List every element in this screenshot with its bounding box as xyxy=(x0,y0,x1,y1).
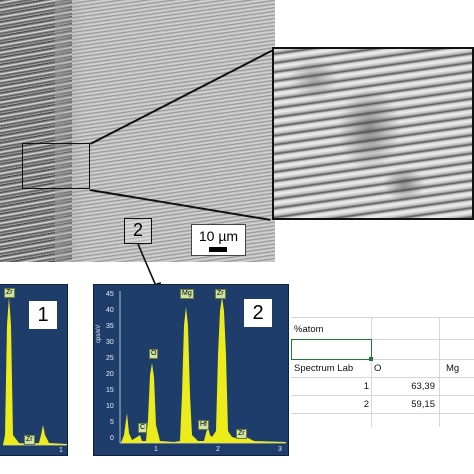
column-header-o: O xyxy=(374,363,382,374)
grid-line xyxy=(291,339,474,340)
table-caption: %atom xyxy=(294,324,324,335)
grid-line xyxy=(291,317,474,318)
spectrum-1-plot xyxy=(3,297,67,446)
y-tick: 15 xyxy=(106,387,114,394)
grid-line xyxy=(291,377,474,378)
scale-bar-box: 10 µm xyxy=(191,224,246,256)
spectrum-panel-label: 2 xyxy=(244,299,272,327)
grid-line xyxy=(291,413,474,414)
table-cell-o: 59,15 xyxy=(411,399,435,410)
y-tick: 10 xyxy=(106,403,114,410)
peak-label-hf: Hf xyxy=(198,420,209,430)
y-tick: 40 xyxy=(106,307,114,314)
peak-label-c: C xyxy=(138,423,148,433)
transition-region xyxy=(55,0,85,262)
selection-handle[interactable] xyxy=(369,357,373,361)
grid-line xyxy=(371,317,372,427)
table-cell-o: 63,39 xyxy=(411,381,435,392)
scale-bar-label: 10 µm xyxy=(198,228,239,244)
analysis-point-marker: 2 xyxy=(124,218,152,244)
selected-cell[interactable] xyxy=(291,339,372,360)
y-tick: 0 xyxy=(110,435,114,442)
grid-line xyxy=(439,317,440,427)
x-tick: 2 xyxy=(216,446,220,453)
column-header-mg: Mg xyxy=(446,363,460,374)
column-header-spectrum-label: Spectrum Lab xyxy=(294,363,354,374)
eds-spectrum-1: Zr Zr 1 1 xyxy=(0,284,68,456)
magnified-micrograph-inset xyxy=(272,47,474,220)
y-tick: 25 xyxy=(106,355,114,362)
peak-label-mg: Mg xyxy=(180,289,194,299)
grid-line xyxy=(291,395,474,396)
magnified-region-outline xyxy=(22,143,90,189)
grid-line xyxy=(291,359,474,360)
x-tick: 1 xyxy=(59,447,63,454)
spectrum-1-trace xyxy=(3,297,67,445)
y-tick: 45 xyxy=(106,291,114,298)
scale-bar xyxy=(209,247,227,252)
peak-label-zr: Zr xyxy=(24,435,35,445)
spectrum-panel-label: 1 xyxy=(29,301,57,329)
composition-table: %atom Spectrum Lab O Mg 1 63,39 2 59,15 xyxy=(291,317,474,427)
y-tick: 35 xyxy=(106,323,114,330)
peak-label-zr: Zr xyxy=(236,429,247,439)
table-row-label: 2 xyxy=(363,399,369,410)
x-tick: 1 xyxy=(154,446,158,453)
table-row-label: 1 xyxy=(363,381,369,392)
y-tick: 5 xyxy=(110,419,114,426)
x-tick: 3 xyxy=(278,446,282,453)
y-tick: 20 xyxy=(106,371,114,378)
peak-label-zr: Zr xyxy=(215,289,226,299)
eds-spectrum-2: cps/eV 45 40 35 30 25 20 15 10 5 0 Mg Zr… xyxy=(93,284,289,456)
y-tick: 30 xyxy=(106,339,114,346)
spectrum-2-plot xyxy=(119,291,286,444)
peak-label-zr: Zr xyxy=(4,288,15,298)
peak-label-o: O xyxy=(149,349,159,359)
delamination-texture xyxy=(274,49,472,218)
